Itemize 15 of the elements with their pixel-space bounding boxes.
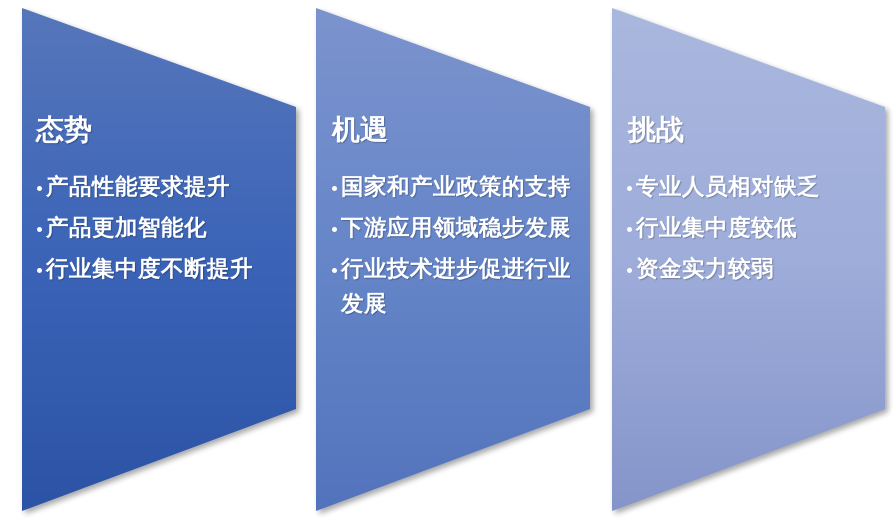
- trapezoid-panel: [612, 8, 885, 511]
- bullet-text: 资金实力较弱: [636, 255, 774, 284]
- bullet-text: 行业集中度较低: [636, 214, 797, 243]
- bullet-text: 行业技术进步促进行业发展: [341, 255, 572, 319]
- bullet-text: 产品性能要求提升: [46, 173, 230, 202]
- bullet-text: 专业人员相对缺乏: [636, 173, 820, 202]
- trapezoid-panel: [316, 8, 590, 511]
- trapezoid-panel: [22, 8, 296, 511]
- panel-heading: 态势: [36, 113, 92, 147]
- bullet-text: 产品更加智能化: [46, 214, 207, 243]
- bullet-text: 行业集中度不断提升: [46, 255, 253, 284]
- bullet-text: 下游应用领域稳步发展: [341, 214, 571, 243]
- bullet-text: 国家和产业政策的支持: [341, 173, 571, 202]
- panel-heading: 挑战: [628, 113, 684, 147]
- panel-heading: 机遇: [332, 113, 388, 147]
